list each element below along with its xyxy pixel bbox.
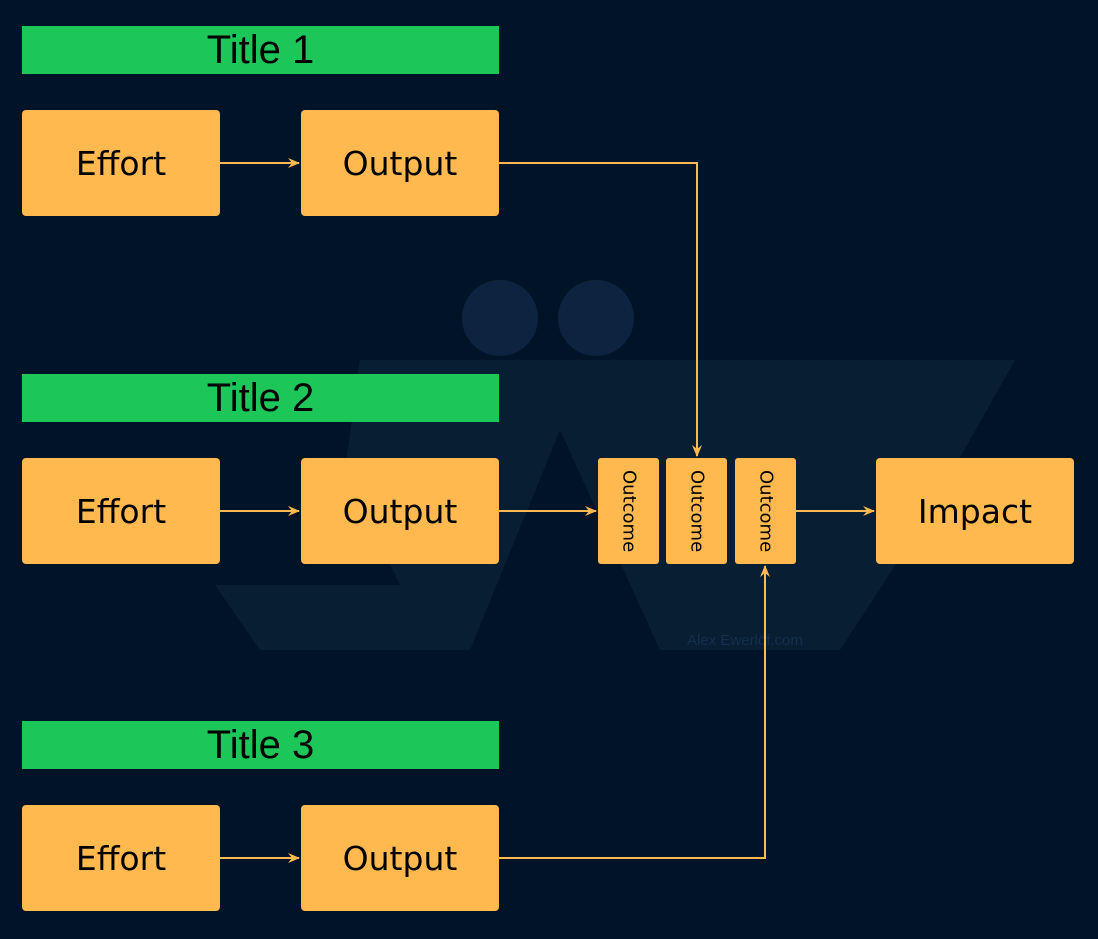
watermark-text: Alex Ewerlöf.com [687, 632, 803, 649]
outcome-label-3: Outcome [755, 469, 777, 553]
row-2-title: Title 2 [22, 374, 499, 422]
arrow-row-3-output-to-outcome [499, 565, 770, 859]
outcome-box-1: Outcome [598, 458, 659, 564]
row-2-output-box: Output [301, 458, 499, 564]
outcome-label-2: Outcome [686, 469, 708, 553]
row-3-output-box: Output [301, 805, 499, 911]
row-3-title: Title 3 [22, 721, 499, 769]
arrow-row-1-output-to-outcome [499, 162, 702, 457]
row-1-effort-box: Effort [22, 110, 220, 216]
impact-box: Impact [876, 458, 1074, 564]
row-1-title: Title 1 [22, 26, 499, 74]
row-1-output-box: Output [301, 110, 499, 216]
row-3-effort-box: Effort [22, 805, 220, 911]
outcome-box-3: Outcome [735, 458, 796, 564]
row-2-effort-box: Effort [22, 458, 220, 564]
outcome-label-1: Outcome [618, 469, 640, 553]
outcome-box-2: Outcome [666, 458, 727, 564]
